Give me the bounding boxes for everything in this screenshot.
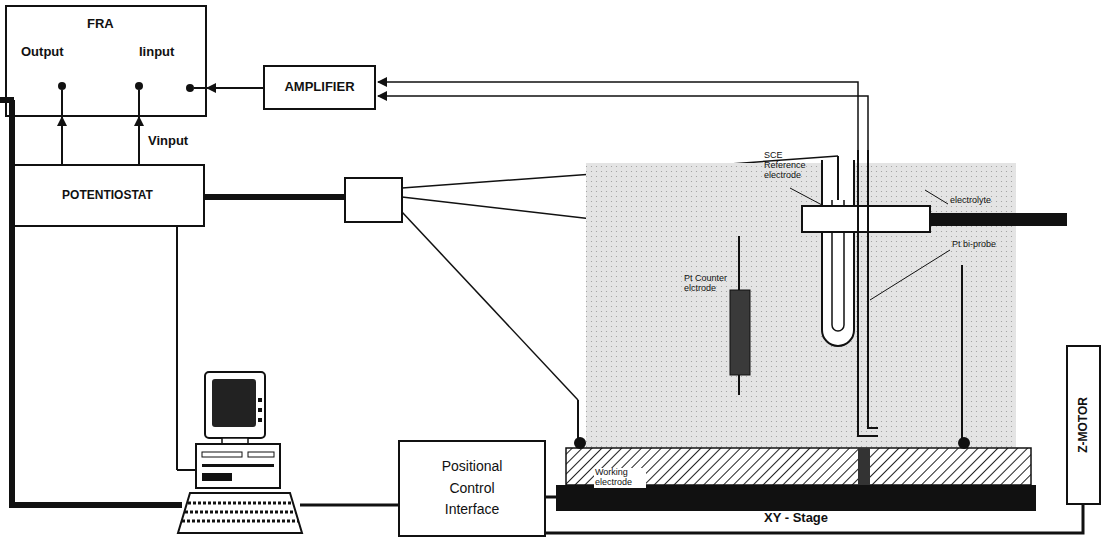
output-terminal-label: Output xyxy=(21,45,64,60)
working-electrode-label: Working electrode xyxy=(594,468,646,488)
fra-box: FRA Output Iinput xyxy=(5,5,207,117)
amplifier-box: AMPLIFIER xyxy=(263,65,376,110)
xy-stage: XY - Stage xyxy=(556,485,1036,531)
connector xyxy=(61,117,63,164)
stage-bar xyxy=(556,485,1036,511)
counter-electrode-label: Pt Counter elctrode xyxy=(684,274,728,294)
box-label: Positional Control Interface xyxy=(422,456,522,521)
box-label: POTENTIOSTAT xyxy=(62,189,153,203)
reference-electrode-label: SCE Reference electrode xyxy=(764,151,816,181)
electrolyte-label: electrolyte xyxy=(950,196,1010,206)
fra-title: FRA xyxy=(87,17,114,32)
connector xyxy=(207,87,263,89)
stage-label: XY - Stage xyxy=(556,511,1036,526)
motor-label: Z-MOTOR xyxy=(1077,397,1091,453)
box-label: AMPLIFIER xyxy=(284,80,354,95)
connector xyxy=(546,496,556,499)
z-motor-box: Z-MOTOR xyxy=(1066,345,1101,505)
bi-probe-label: Pt bi-probe xyxy=(952,240,1002,250)
connector xyxy=(138,117,140,164)
potentiostat-box: POTENTIOSTAT xyxy=(10,164,205,227)
signal-label: Vinput xyxy=(147,133,189,148)
input-terminal-label: Iinput xyxy=(139,45,174,60)
positional-control-box: Positional Control Interface xyxy=(398,440,546,537)
